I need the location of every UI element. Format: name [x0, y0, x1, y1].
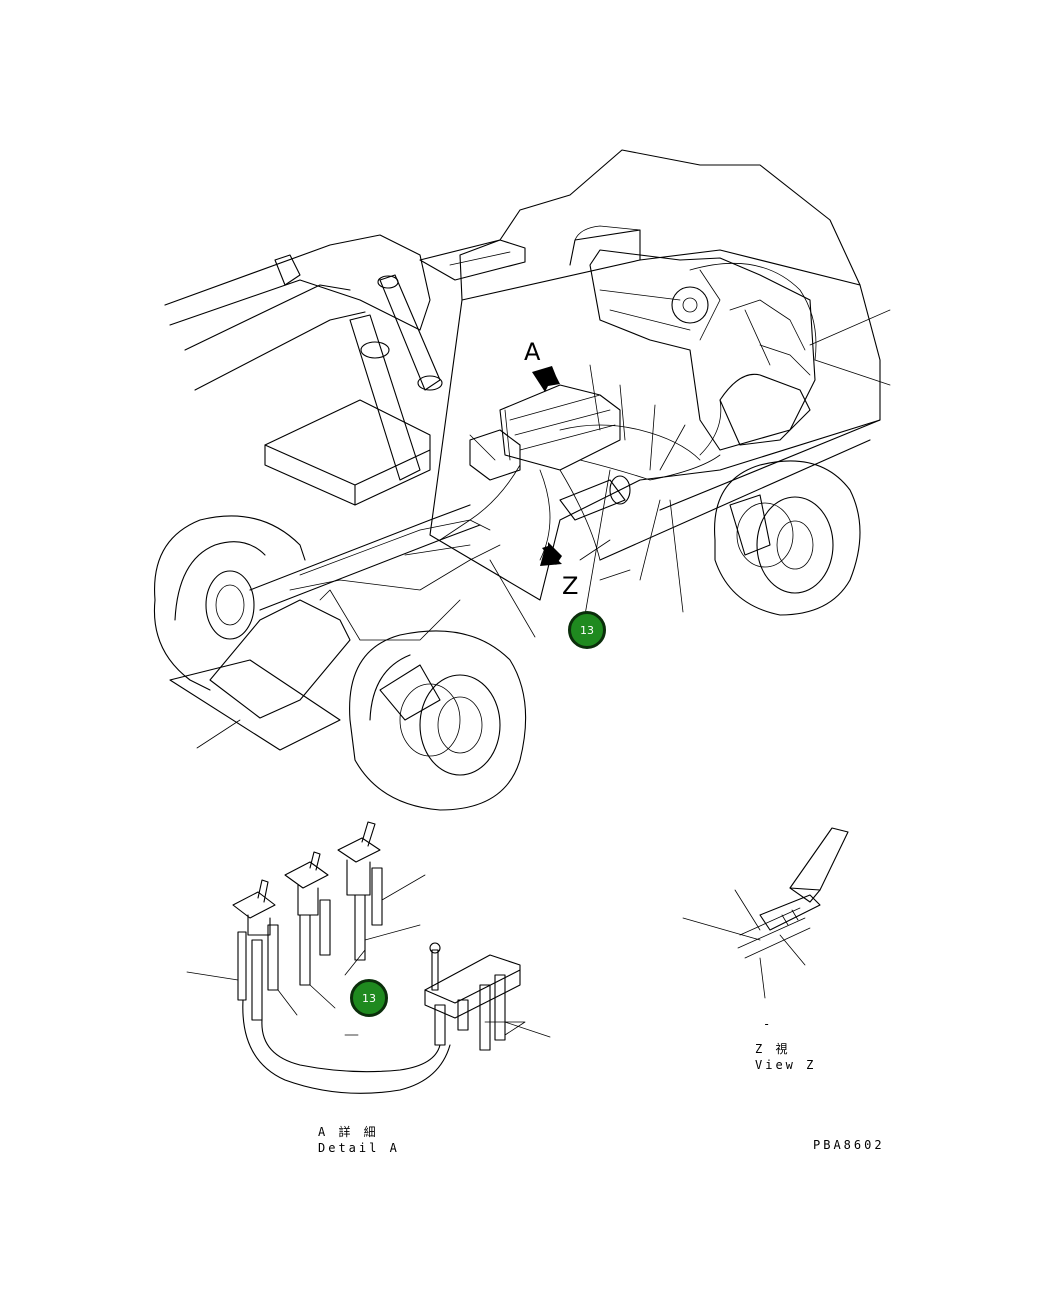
- view-z-drawing: [682, 827, 849, 999]
- arrow-label-a: A: [524, 338, 541, 366]
- callout-13-main[interactable]: 13: [568, 611, 606, 649]
- callout-13-detail[interactable]: 13: [350, 979, 388, 1017]
- view-z-dash: -: [763, 1017, 774, 1031]
- front-right-wheel: [349, 630, 527, 811]
- arrow-label-z: Z: [562, 572, 579, 600]
- front-left-wheel: [153, 515, 351, 751]
- view-z-title-en: View Z: [755, 1058, 817, 1072]
- view-z-title-jp: Z 視: [755, 1042, 791, 1056]
- detail-a-title-jp: A 詳 細: [318, 1125, 379, 1139]
- vehicle-body: [164, 149, 891, 749]
- detail-a-title-en: Detail A: [318, 1141, 400, 1155]
- drawing-number: PBA8602: [813, 1138, 885, 1152]
- detail-a-drawing: [186, 821, 551, 1094]
- rear-right-wheel: [713, 460, 861, 616]
